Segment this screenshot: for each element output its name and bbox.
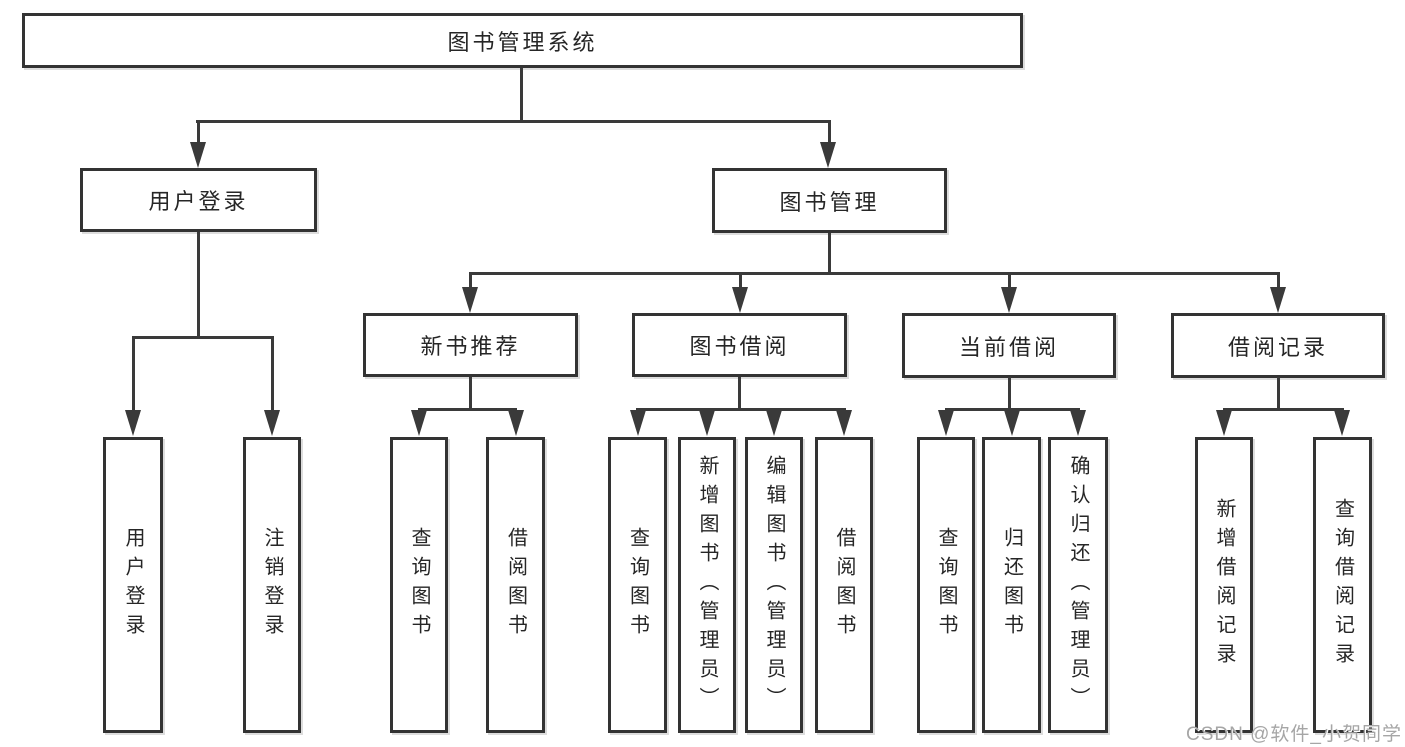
arrow-down-icon [190,142,206,168]
leaf-edit-books-admin: 编辑图书（管理员） [745,437,803,733]
connector-drop-new-book [468,272,472,292]
node-user-login: 用户登录 [80,168,317,232]
arrow-down-icon [630,410,646,436]
arrow-down-icon [699,410,715,436]
arrow-down-icon [1001,287,1017,313]
connector-drop-leaf-login [131,336,135,410]
connector-drop-book-mgmt [828,120,831,144]
connector-root-hbar [196,120,830,123]
arrow-down-icon [1070,410,1086,436]
node-new-book-recommend: 新书推荐 [363,313,578,377]
connector-new-book-stub [469,377,472,408]
leaf-query-books-1: 查询图书 [390,437,448,733]
connector-drop-current-borrow [1007,272,1011,292]
connector-new-book-hbar [417,408,517,411]
connector-borrow-records-hbar [1223,408,1344,411]
node-current-borrowing: 当前借阅 [902,313,1116,378]
connector-book-borrow-stub [738,377,741,408]
node-library-management-system: 图书管理系统 [22,13,1023,68]
arrow-down-icon [462,287,478,313]
arrow-down-icon [1334,410,1350,436]
arrow-down-icon [411,410,427,436]
leaf-borrow-books-2: 借阅图书 [815,437,873,733]
leaf-query-borrow-record: 查询借阅记录 [1313,437,1372,733]
connector-borrow-records-stub [1277,377,1280,408]
arrow-down-icon [938,410,954,436]
arrow-down-icon [766,410,782,436]
leaf-add-borrow-record: 新增借阅记录 [1195,437,1253,733]
arrow-down-icon [264,410,280,436]
leaf-query-books-2: 查询图书 [608,437,667,733]
connector-current-borrow-stub [1008,377,1011,408]
connector-drop-borrow-records [1276,272,1280,292]
connector-drop-user-login [196,120,200,144]
leaf-borrow-books-1: 借阅图书 [486,437,545,733]
leaf-confirm-return-admin: 确认归还（管理员） [1048,437,1108,733]
arrow-down-icon [1270,287,1286,313]
arrow-down-icon [508,410,524,436]
connector-drop-book-borrow [738,272,742,292]
arrow-down-icon [125,410,141,436]
connector-drop-leaf-logout [270,336,274,410]
node-borrowing-records: 借阅记录 [1171,313,1385,378]
arrow-down-icon [1004,410,1020,436]
leaf-add-books-admin: 新增图书（管理员） [678,437,736,733]
csdn-watermark: CSDN @软件_小贺同学 [1186,724,1402,745]
connector-book-borrow-hbar [636,408,844,411]
arrow-down-icon [820,142,836,168]
node-book-borrowing: 图书借阅 [632,313,847,377]
arrow-down-icon [732,287,748,313]
connector-book-mgmt-hbar [468,272,1280,275]
leaf-query-books-3: 查询图书 [917,437,975,733]
leaf-return-books: 归还图书 [982,437,1041,733]
connector-user-login-hbar [131,336,273,339]
leaf-logout: 注销登录 [243,437,301,733]
arrow-down-icon [836,410,852,436]
connector-book-mgmt-stub [828,233,831,272]
connector-root-stub [520,68,523,120]
arrow-down-icon [1216,410,1232,436]
leaf-user-login: 用户登录 [103,437,163,733]
node-book-management: 图书管理 [712,168,947,233]
connector-user-login-stub [196,232,200,336]
